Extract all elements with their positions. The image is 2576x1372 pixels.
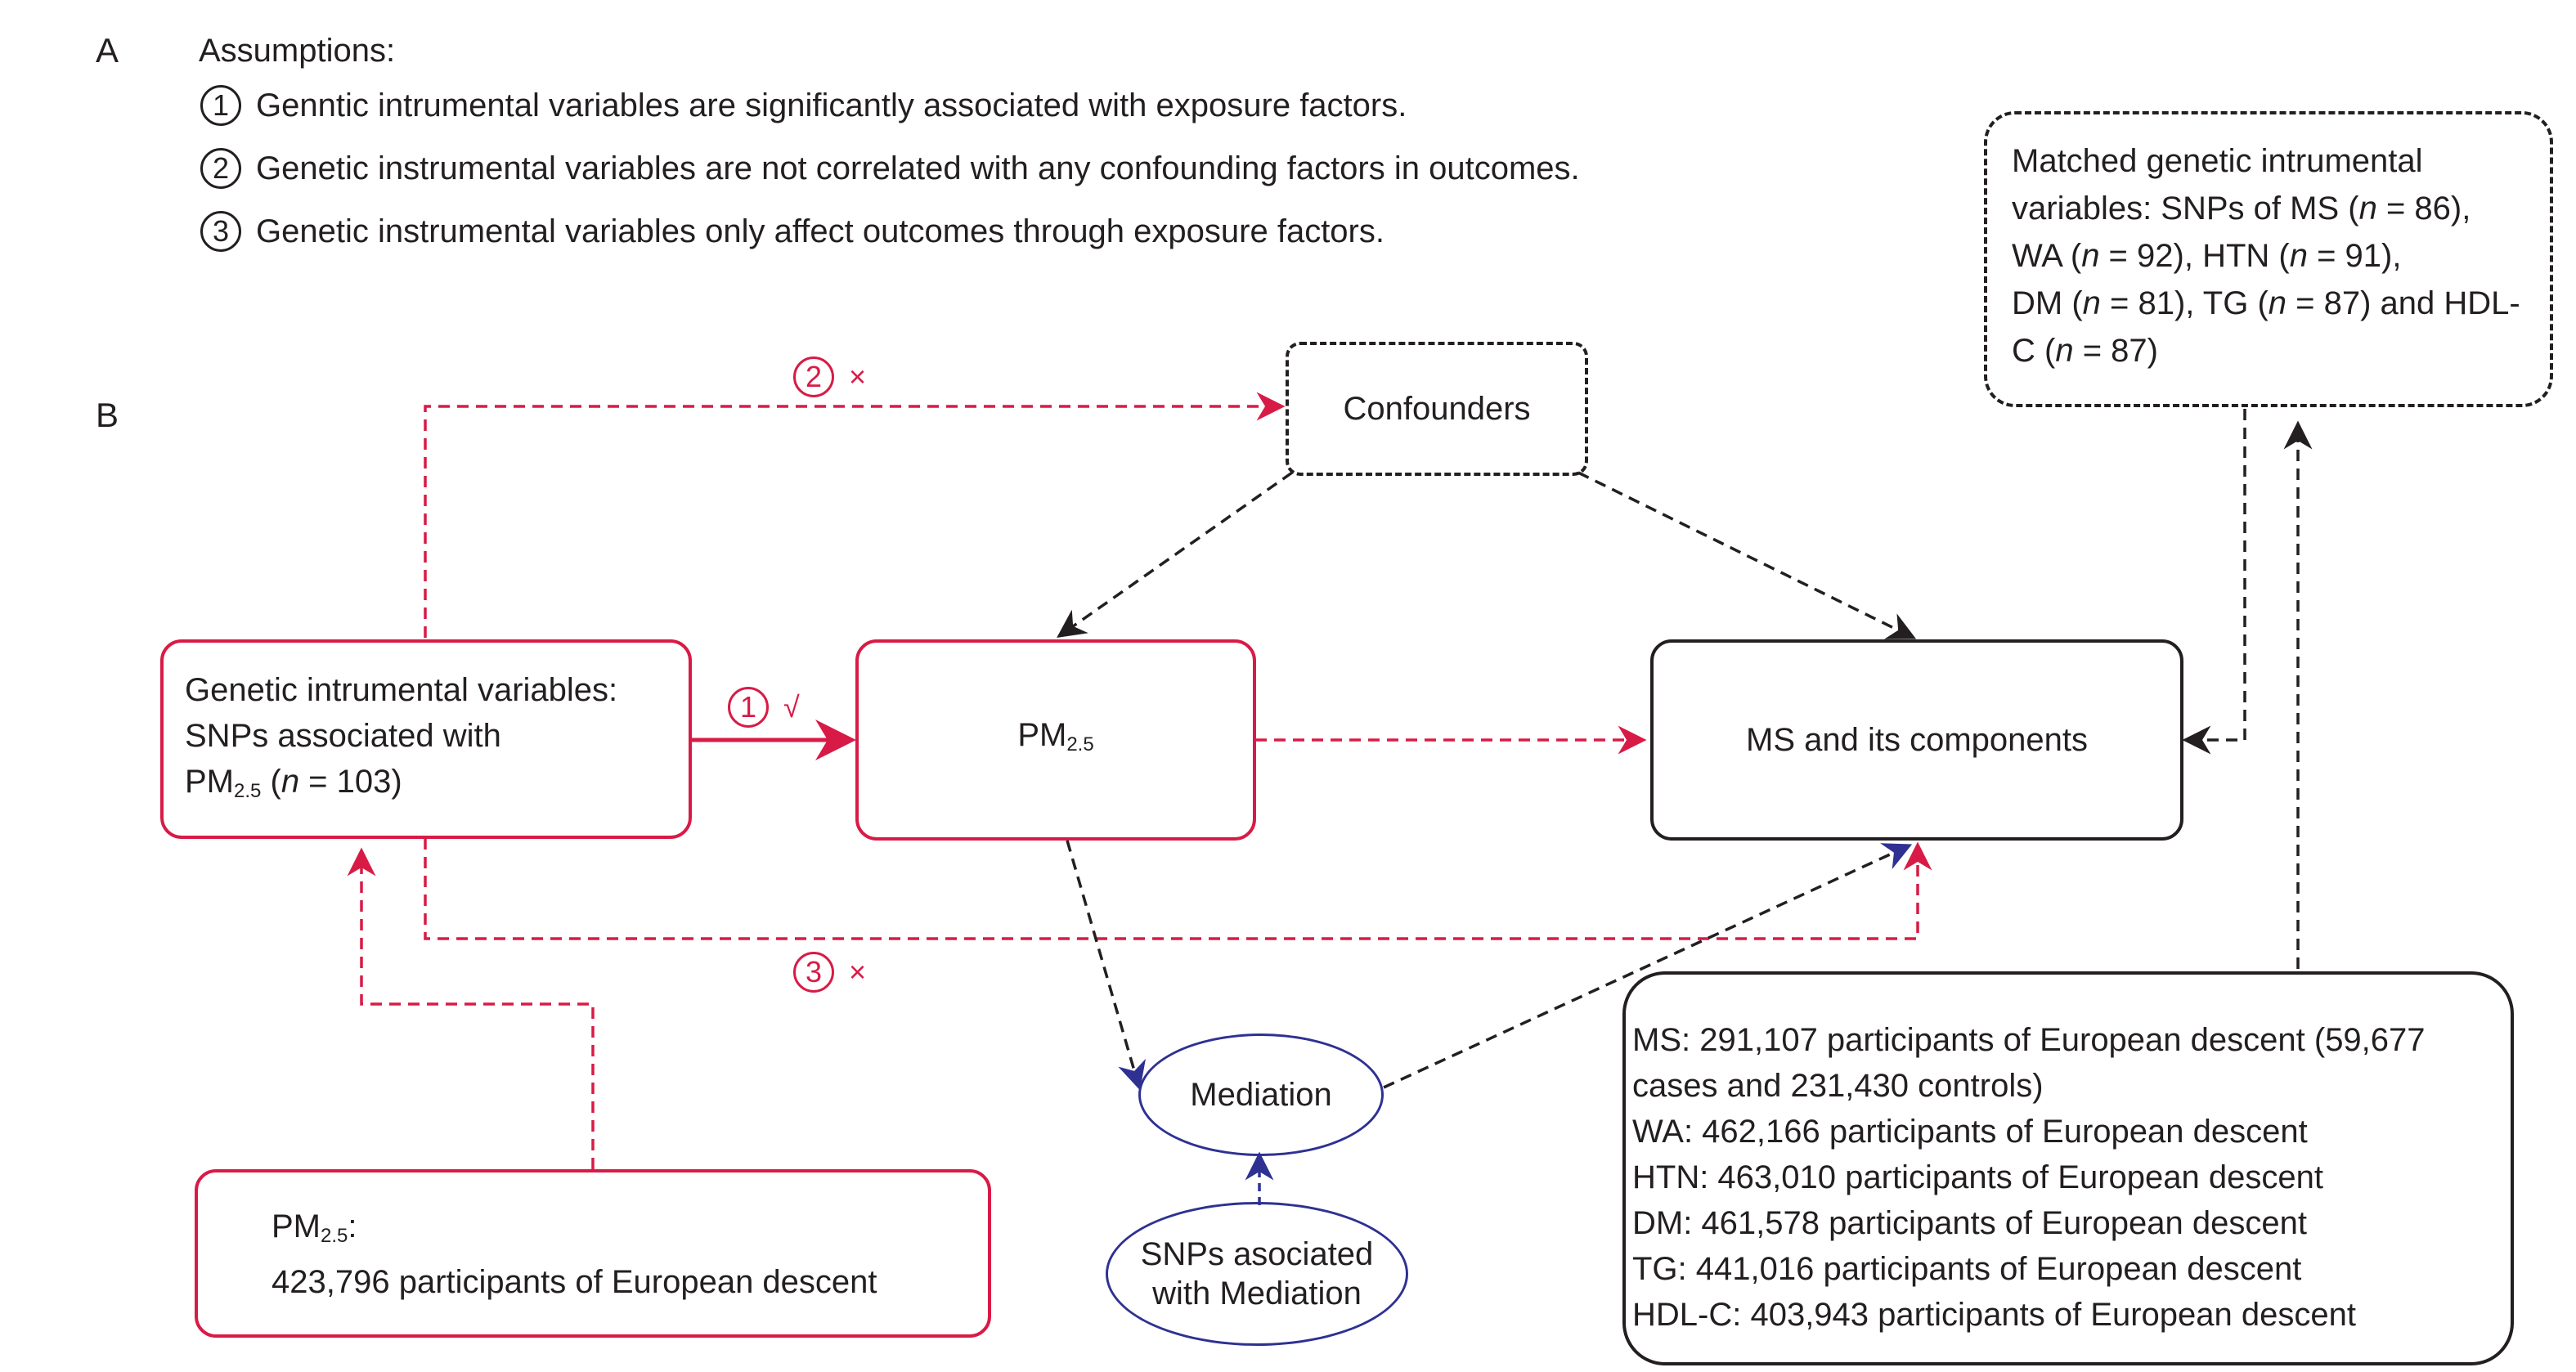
arrow-confounders-to-ms — [1577, 471, 1917, 639]
matched-line-2: variables: SNPs of MS (n = 86), — [2012, 191, 2471, 226]
assumption-2-number: 2 — [200, 148, 241, 189]
assumptions-title: Assumptions: — [199, 33, 396, 69]
label-2-number: 2 — [793, 356, 834, 397]
ms-source-line: WA: 462,166 participants of European des… — [1632, 1114, 2308, 1150]
label-assumption-1-pass: 1 √ — [728, 687, 800, 728]
label-3-number: 3 — [793, 952, 834, 993]
ms-components-box: MS and its components — [1650, 639, 2183, 841]
arrow-confounders-to-pm — [1057, 471, 1294, 639]
assumption-1-text: Genntic intrumental variables are signif… — [256, 87, 1407, 123]
assumption-3-text: Genetic instrumental variables only affe… — [256, 213, 1384, 249]
matched-variables-box: Matched genetic intrumental variables: S… — [1984, 111, 2553, 407]
label-assumption-2-fail: 2 × — [793, 356, 866, 397]
giv-line-2: SNPs associated with — [185, 718, 501, 754]
label-2-mark: × — [849, 360, 867, 393]
assumption-1-number: 1 — [200, 85, 241, 126]
assumption-3: 3 Genetic instrumental variables only af… — [200, 211, 1384, 252]
pm25-source-title: PM2.5: — [272, 1208, 357, 1247]
mediation-label: Mediation — [1190, 1077, 1332, 1113]
label-3-mark: × — [849, 955, 867, 989]
pm25-source-box: PM2.5: 423,796 participants of European … — [195, 1169, 991, 1338]
mediation-node: Mediation — [1138, 1033, 1384, 1156]
snps-mediation-node: SNPs asociated with Mediation — [1106, 1202, 1408, 1346]
genetic-instrument-box: Genetic intrumental variables: SNPs asso… — [160, 639, 692, 839]
ms-source-line: HTN: 463,010 participants of European de… — [1632, 1159, 2323, 1195]
matched-line-5: C (n = 87) — [2012, 333, 2158, 369]
panel-b-letter: B — [96, 396, 119, 434]
ms-source-box: MS: 291,107 participants of European des… — [1622, 971, 2514, 1365]
assumption-2-text: Genetic instrumental variables are not c… — [256, 150, 1580, 186]
matched-line-1: Matched genetic intrumental — [2012, 143, 2423, 179]
label-1-number: 1 — [728, 687, 769, 728]
assumption-2: 2 Genetic instrumental variables are not… — [200, 148, 1580, 189]
snps-mediation-line-1: SNPs asociated — [1140, 1236, 1374, 1272]
giv-line-1: Genetic intrumental variables: — [185, 672, 618, 708]
pm25-source-participants: 423,796 participants of European descent — [272, 1264, 877, 1300]
arrow-pm-to-mediation — [1066, 840, 1146, 1091]
giv-line-3: PM2.5 (n = 103) — [185, 764, 402, 802]
ms-source-line: HDL-C: 403,943 participants of European … — [1632, 1297, 2356, 1333]
arrow-giv-to-confounders — [424, 392, 1286, 638]
ms-source-line: MS: 291,107 participants of European des… — [1632, 1022, 2426, 1058]
matched-line-4: DM (n = 81), TG (n = 87) and HDL- — [2012, 285, 2520, 321]
confounders-box: Confounders — [1286, 342, 1588, 476]
matched-line-3: WA (n = 92), HTN (n = 91), — [2012, 238, 2402, 274]
arrow-pmsource-to-giv — [347, 847, 595, 1169]
confounders-label: Confounders — [1343, 391, 1531, 427]
panel-a-letter: A — [96, 31, 119, 69]
label-assumption-3-fail: 3 × — [793, 952, 866, 993]
assumption-3-number: 3 — [200, 211, 241, 252]
assumption-1: 1 Genntic intrumental variables are sign… — [200, 85, 1407, 126]
arrow-giv-to-ms-direct — [424, 838, 1932, 940]
pm25-label: PM2.5 — [1017, 717, 1094, 755]
ms-source-line: cases and 231,430 controls) — [1632, 1068, 2044, 1104]
ms-source-line: DM: 461,578 participants of European des… — [1632, 1205, 2307, 1241]
snps-mediation-line-2: with Mediation — [1152, 1276, 1362, 1311]
arrow-mediation-to-ms — [1383, 843, 1913, 1089]
arrow-matched-to-ms — [2182, 409, 2246, 755]
pm25-box: PM2.5 — [855, 639, 1256, 841]
ms-components-label: MS and its components — [1746, 722, 2088, 758]
label-1-mark: √ — [783, 690, 800, 724]
ms-source-line: TG: 441,016 participants of European des… — [1632, 1251, 2302, 1287]
